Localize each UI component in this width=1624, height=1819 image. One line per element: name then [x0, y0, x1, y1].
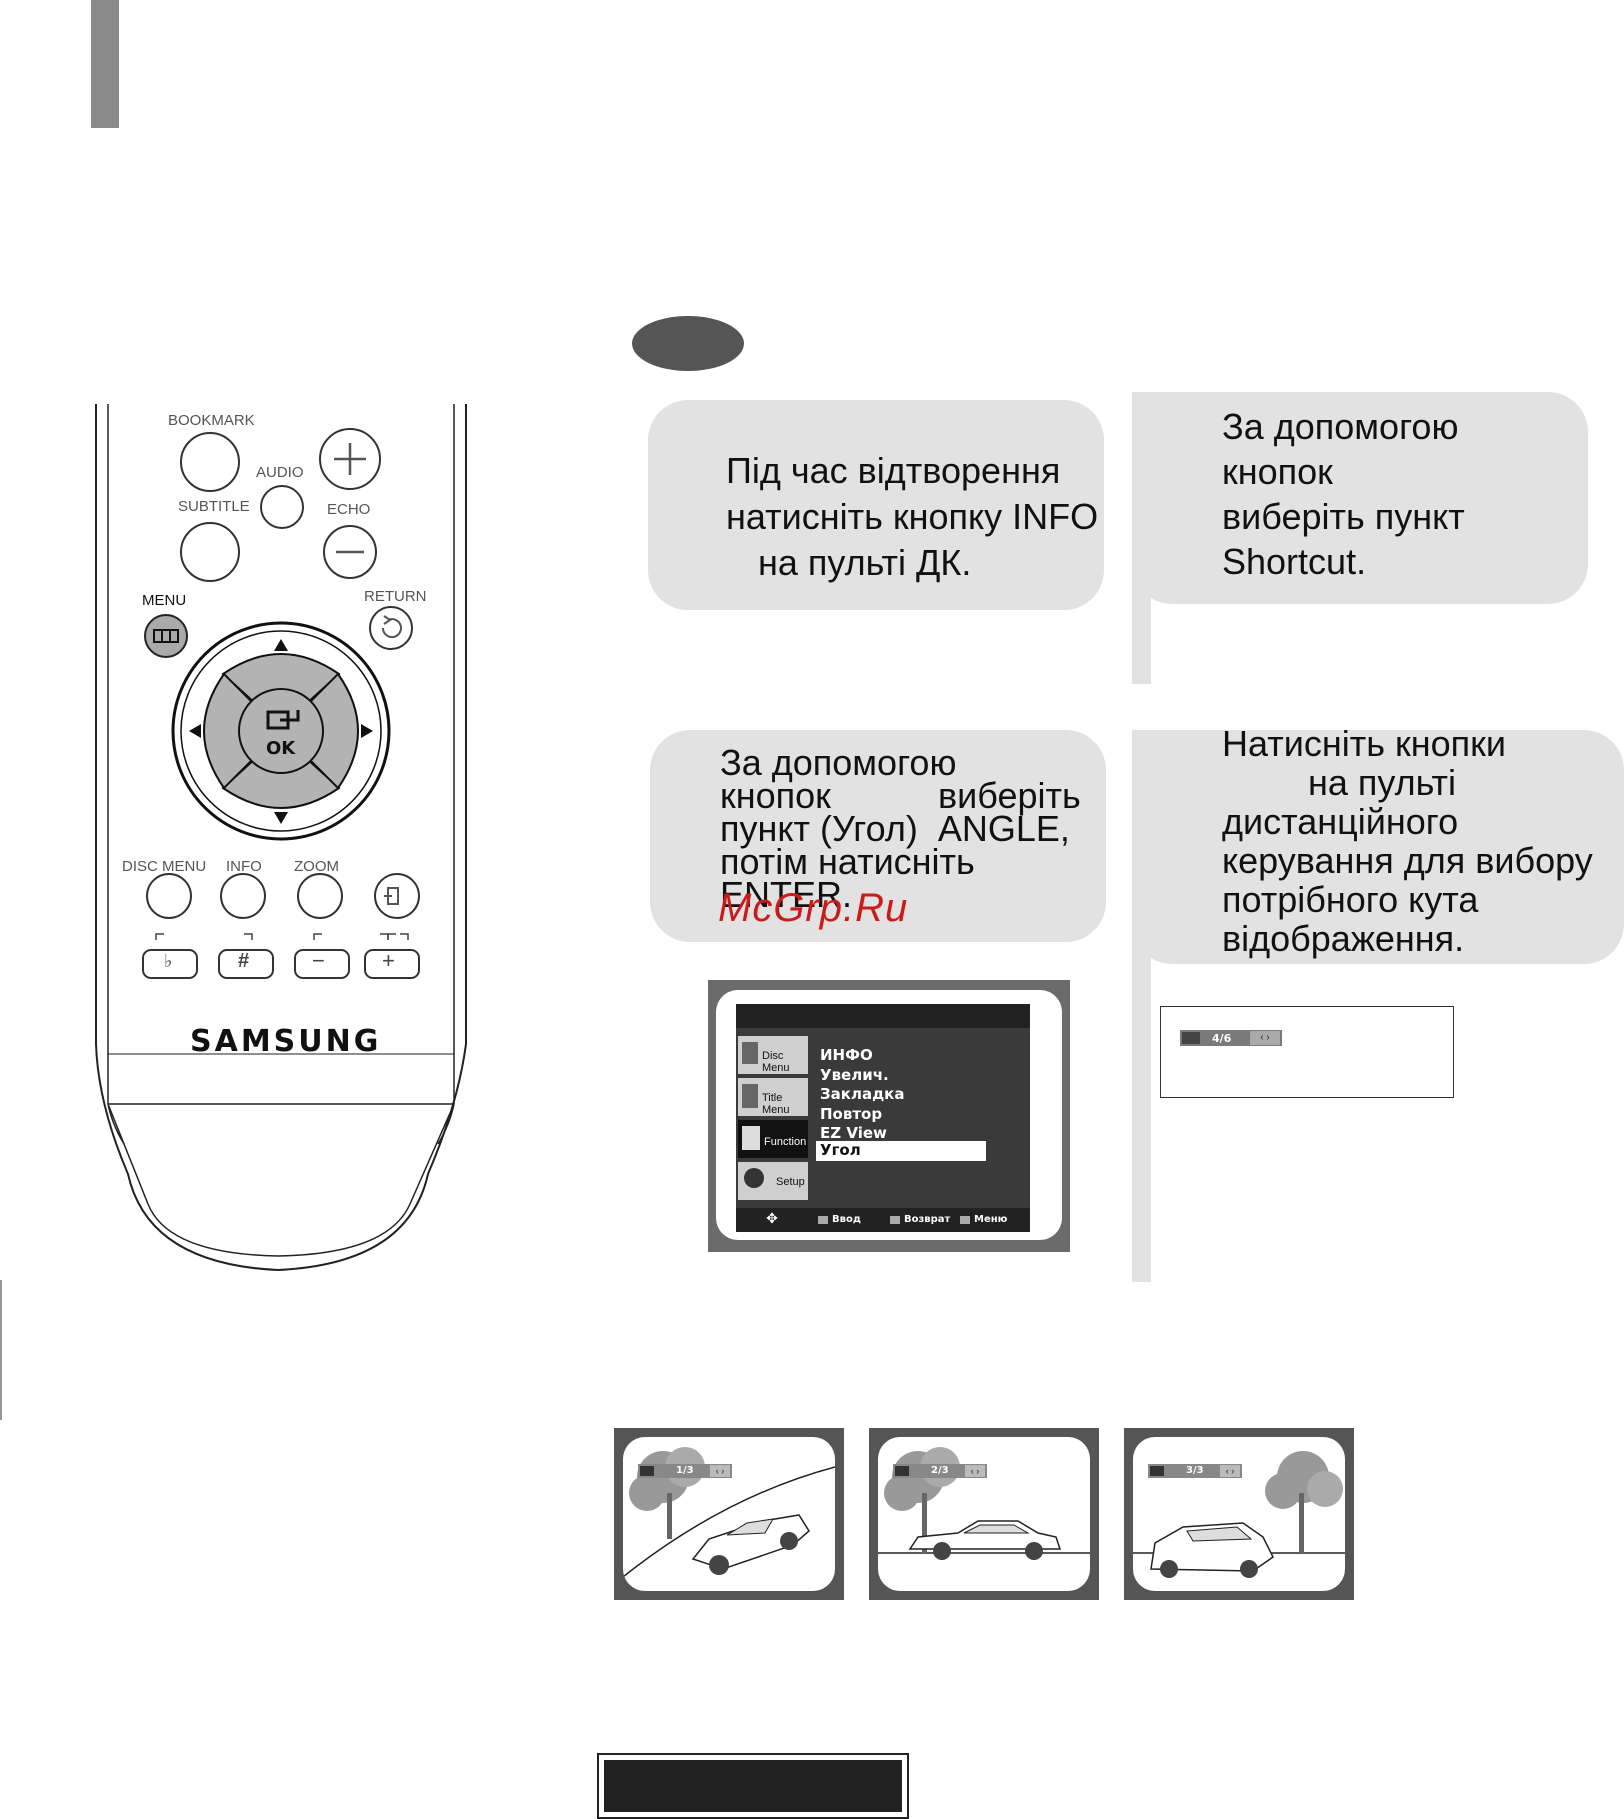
title-menu-icon [742, 1084, 758, 1108]
ok-button-label[interactable]: OK [266, 738, 296, 759]
zoom-label: ZOOM [294, 858, 339, 875]
angle-thumbnail-2: 2/3 ‹ › [869, 1428, 1099, 1600]
echo-label: ECHO [327, 501, 371, 518]
info-label: INFO [226, 858, 262, 875]
left-edge-rule [0, 1280, 2, 1420]
car-scene-angle-2 [878, 1447, 1090, 1560]
page-number-box [597, 1753, 909, 1819]
menu-item-zoom[interactable]: Увелич. [820, 1066, 889, 1084]
thumbnail-1-angle: 1/3 [676, 1465, 694, 1476]
step3-bubble [650, 730, 1106, 942]
menu-item-angle[interactable]: Угол [816, 1141, 986, 1161]
osd-menu-screen: Disc Menu Title Menu Function Setup ИНФО… [736, 1004, 1030, 1232]
osd-menu-header [736, 1004, 1030, 1028]
step2-line3: виберіть пункт [1222, 496, 1465, 537]
step1-line1: Під час відтворення [726, 450, 1061, 491]
disc-menu-label: DISC MENU [122, 858, 207, 875]
camera-angle-icon [640, 1466, 654, 1476]
step2-line1: За допомогою [1222, 406, 1459, 447]
osd-menu-footer [736, 1208, 1030, 1232]
step-marker [632, 316, 744, 371]
step3-line5: ENTER. [720, 874, 853, 915]
step3-line2b: виберіть [938, 775, 1081, 816]
camera-angle-icon [895, 1466, 909, 1476]
step1-text: Під час відтворення натисніть кнопку INFO… [726, 448, 1098, 586]
step1-bubble [648, 400, 1104, 610]
camera-angle-icon [1150, 1466, 1164, 1476]
step4-line2: на пульті [1308, 762, 1457, 803]
angle-display-value: 4/6 [1212, 1032, 1232, 1045]
angle-arrows-icon: ‹ › [1250, 1031, 1280, 1045]
angle-arrows-icon: ‹ › [710, 1465, 730, 1477]
menu-item-bookmark[interactable]: Закладка [820, 1085, 905, 1103]
angle-arrows-icon: ‹ › [1220, 1465, 1240, 1477]
enter-key-icon [818, 1216, 828, 1224]
setup-gear-icon [744, 1168, 764, 1188]
subtitle-label: SUBTITLE [178, 498, 250, 515]
footer-menu-label: Меню [974, 1214, 1008, 1225]
sharp-button[interactable]: # [238, 950, 250, 972]
angle-thumbnail-1: 1/3 ‹ › [614, 1428, 844, 1600]
menu-item-info[interactable]: ИНФО [820, 1046, 873, 1064]
footer-return-label: Возврат [904, 1214, 951, 1225]
plus-button[interactable]: + [382, 948, 395, 973]
step3-line4: потім натисніть [720, 841, 975, 882]
chapter-tab-marker [91, 0, 119, 128]
step4-line3: дистанційного [1222, 801, 1459, 842]
step3-line2a: кнопок [720, 775, 831, 816]
thumbnail-2-angle: 2/3 [931, 1465, 949, 1476]
step2-line4: Shortcut. [1222, 541, 1367, 582]
angle-display-box [1160, 1006, 1454, 1098]
osd-menu-frame: Disc Menu Title Menu Function Setup ИНФО… [708, 980, 1070, 1252]
thumbnail-3-angle: 3/3 [1186, 1465, 1204, 1476]
camera-angle-icon [1182, 1032, 1200, 1044]
step2-bubble [1132, 392, 1588, 604]
step1-line3: на пульті ДК. [758, 542, 972, 583]
menu-item-ez-view[interactable]: EZ View [820, 1124, 887, 1142]
samsung-logo: SAMSUNG [190, 1024, 382, 1059]
minus-button[interactable]: − [312, 948, 325, 973]
audio-label: AUDIO [256, 464, 304, 481]
step3-line1: За допомогою [720, 742, 957, 783]
step3-line3: пункт (Угол) ANGLE, [720, 808, 1070, 849]
angle-thumbnail-3: 3/3 ‹ › [1124, 1428, 1354, 1600]
function-icon [742, 1126, 760, 1150]
remote-control-illustration [95, 404, 467, 1272]
angle-arrows-icon: ‹ › [965, 1465, 985, 1477]
step4-line4: керування для вибору [1222, 840, 1593, 881]
return-key-icon [890, 1216, 900, 1224]
car-scene-angle-3 [1133, 1451, 1345, 1578]
flat-button[interactable]: ♭ [164, 951, 173, 971]
step4-bubble [1132, 730, 1624, 964]
step2-line2: кнопок [1222, 451, 1333, 492]
step4-line6: відображення. [1222, 918, 1465, 959]
return-label: RETURN [364, 588, 427, 605]
step4-line1: Натисніть кнопки [1222, 723, 1506, 764]
car-scene-angle-1 [623, 1447, 835, 1578]
step4-line5: потрібного кута [1222, 879, 1479, 920]
footer-enter-label: Ввод [832, 1214, 861, 1225]
watermark: McGrp.Ru [718, 886, 909, 930]
step1-line2: натисніть кнопку INFO [726, 496, 1099, 537]
menu-key-icon [960, 1216, 970, 1224]
menu-item-repeat[interactable]: Повтор [820, 1105, 883, 1123]
bookmark-label: BOOKMARK [168, 412, 255, 429]
menu-label: MENU [142, 592, 187, 609]
nav-arrows-icon: ✥ [766, 1210, 778, 1226]
disc-menu-icon [742, 1042, 758, 1064]
